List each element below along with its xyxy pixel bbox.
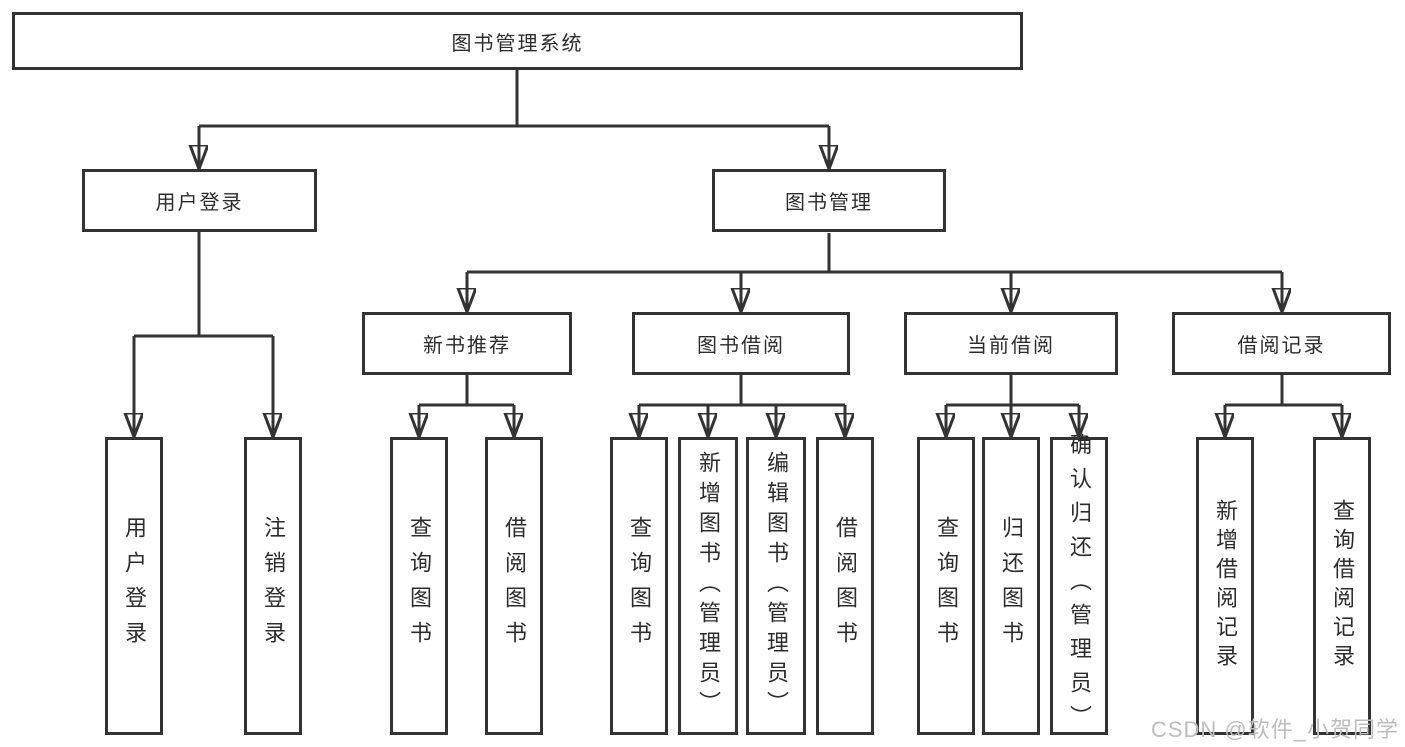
edge-user-login-stem <box>134 232 273 338</box>
node-user-login: 用户登录 <box>82 169 317 232</box>
node-current-borrowing: 当前借阅 <box>904 312 1118 375</box>
node-borrowing-records: 借阅记录 <box>1172 312 1391 375</box>
node-leaf-br-query-record: 查询借阅记录 <box>1313 437 1371 735</box>
edge-root-stem <box>199 70 829 128</box>
edge-borrowing-records-stem <box>1225 375 1342 407</box>
watermark-text: CSDN @软件_小贺同学 <box>1150 717 1399 742</box>
node-leaf-bb-query-books: 查询图书 <box>610 437 668 735</box>
node-leaf-br-add-record: 新增借阅记录 <box>1196 437 1254 735</box>
node-leaf-cb-confirm-return-admin: 确认归还（管理员） <box>1050 433 1108 739</box>
node-leaf-nb-borrow-books: 借阅图书 <box>485 437 543 735</box>
edge-new-book-recommend-stem <box>419 375 514 407</box>
node-leaf-bb-borrow-books: 借阅图书 <box>816 437 874 735</box>
node-book-management: 图书管理 <box>712 169 946 232</box>
edge-book-management-stem <box>467 233 1282 274</box>
node-leaf-bb-edit-books-admin: 编辑图书（管理员） <box>746 437 806 735</box>
node-leaf-bb-add-books-admin: 新增图书（管理员） <box>678 437 738 735</box>
edge-book-borrowing-stem <box>639 375 845 407</box>
node-leaf-cb-return-books: 归还图书 <box>982 437 1040 735</box>
node-leaf-user-login: 用户登录 <box>105 437 163 735</box>
node-leaf-nb-query-books: 查询图书 <box>390 437 448 735</box>
node-book-borrowing: 图书借阅 <box>632 312 850 375</box>
node-leaf-cb-query-books: 查询图书 <box>917 437 975 735</box>
node-root: 图书管理系统 <box>12 12 1023 70</box>
edge-current-borrowing-stem <box>946 375 1079 407</box>
node-new-book-recommend: 新书推荐 <box>362 312 572 375</box>
node-leaf-logout: 注销登录 <box>244 437 302 735</box>
